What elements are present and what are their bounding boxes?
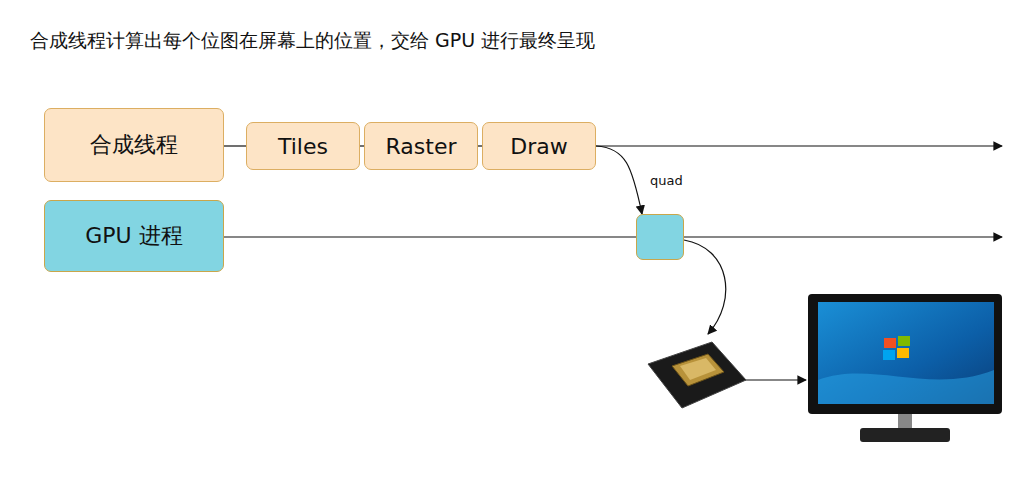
title: 合成线程计算出每个位图在屏幕上的位置，交给 GPU 进行最终呈现: [30, 28, 595, 54]
gpu-chip: [648, 342, 746, 408]
stage-box: Tiles: [246, 122, 360, 170]
node-label: GPU 进程: [85, 221, 182, 251]
quad-box: [636, 214, 684, 260]
stage-box: Draw: [482, 122, 596, 170]
node-label: Tiles: [278, 134, 328, 159]
monitor: [808, 294, 1002, 442]
flow-arrow: [684, 240, 726, 334]
connector: [224, 145, 246, 146]
stage-box: Raster: [364, 122, 478, 170]
flow-arrow: [745, 379, 806, 380]
timeline-arrow: [684, 236, 1002, 237]
node-label: Raster: [386, 134, 457, 159]
process-box: GPU 进程: [44, 200, 224, 272]
connector: [224, 236, 636, 237]
node-label: 合成线程: [90, 130, 178, 160]
timeline-arrow: [596, 145, 1002, 146]
connector: [596, 146, 642, 214]
edge-label: quad: [648, 173, 685, 188]
node-label: Draw: [510, 134, 567, 159]
thread-box: 合成线程: [44, 108, 224, 182]
